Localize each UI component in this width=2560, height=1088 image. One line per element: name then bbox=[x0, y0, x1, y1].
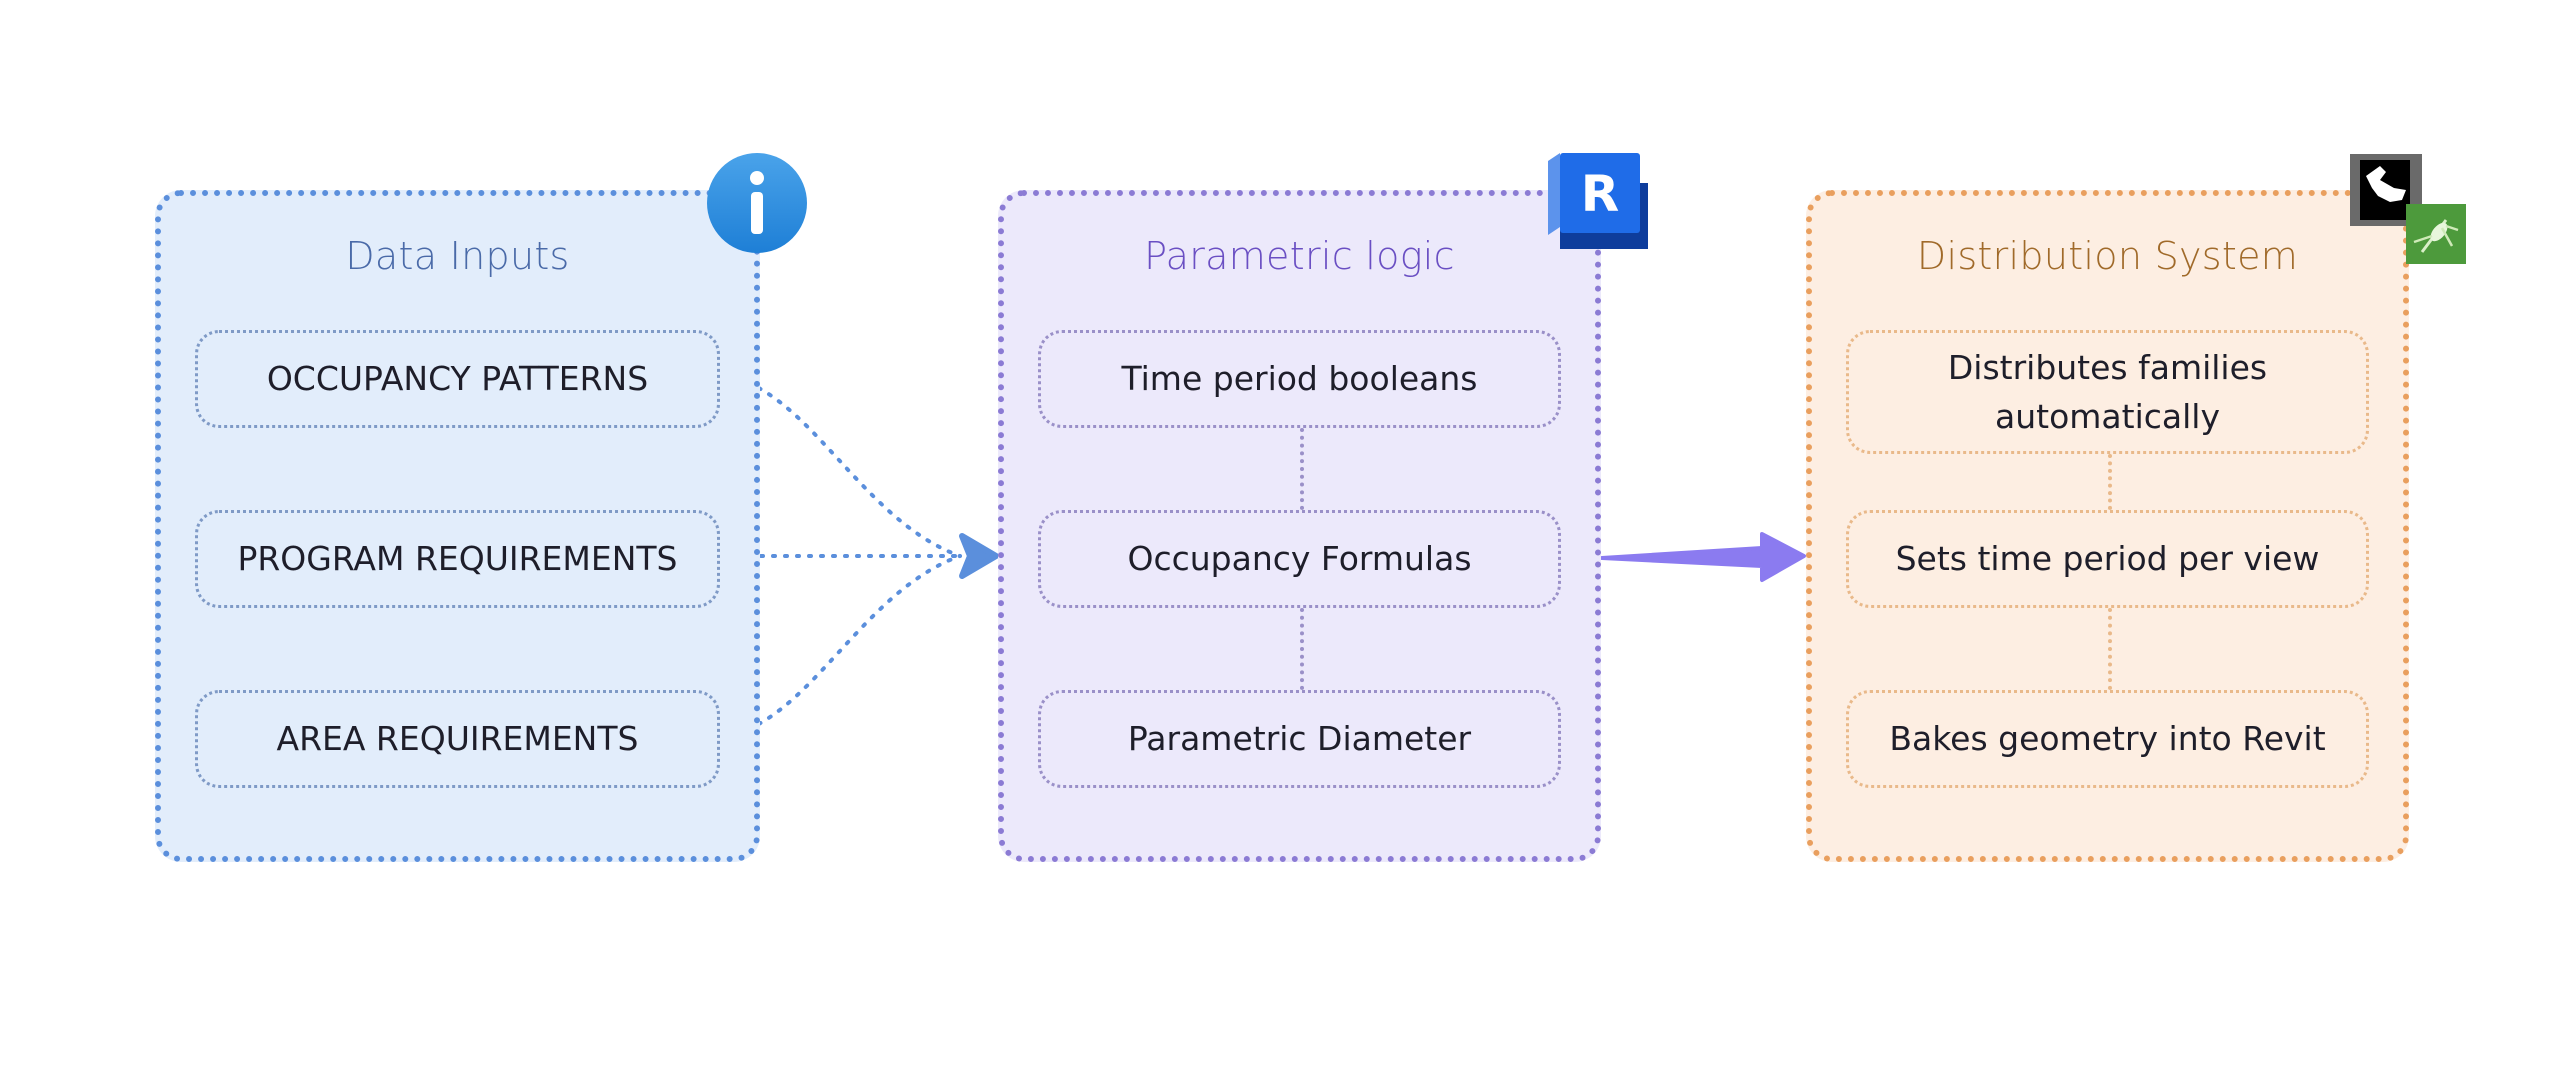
panel-title: Data Inputs bbox=[345, 234, 570, 278]
item-bakes-geometry[interactable]: Bakes geometry into Revit bbox=[1846, 690, 2369, 788]
item-sets-time-period[interactable]: Sets time period per view bbox=[1846, 510, 2369, 608]
item-parametric-diameter[interactable]: Parametric Diameter bbox=[1038, 690, 1561, 788]
connector-occupancy-to-logic bbox=[723, 374, 962, 558]
info-icon bbox=[706, 152, 808, 258]
item-time-period-booleans[interactable]: Time period booleans bbox=[1038, 330, 1561, 428]
panel-data-inputs: Data Inputs OCCUPANCY PATTERNS PROGRAM R… bbox=[155, 190, 760, 862]
item-connector bbox=[1299, 428, 1304, 510]
panel-distribution-system: Distribution System Distributes families… bbox=[1806, 190, 2409, 862]
item-distributes-families[interactable]: Distributes families automatically bbox=[1846, 330, 2369, 454]
panel-title: Distribution System bbox=[1916, 234, 2299, 278]
revit-logo-icon: R bbox=[1548, 153, 1648, 253]
item-occupancy-patterns[interactable]: OCCUPANCY PATTERNS bbox=[195, 330, 720, 428]
item-occupancy-formulas[interactable]: Occupancy Formulas bbox=[1038, 510, 1561, 608]
connector-area-to-logic bbox=[723, 554, 962, 738]
merge-arrowhead bbox=[959, 533, 999, 579]
item-connector bbox=[1299, 608, 1304, 690]
item-connector bbox=[2107, 608, 2112, 690]
logic-to-distribution-arrow bbox=[1600, 532, 1806, 582]
item-area-requirements[interactable]: AREA REQUIREMENTS bbox=[195, 690, 720, 788]
grasshopper-logo-icon bbox=[2406, 204, 2466, 268]
item-program-requirements[interactable]: PROGRAM REQUIREMENTS bbox=[195, 510, 720, 608]
panel-parametric-logic: Parametric logic Time period booleans Oc… bbox=[998, 190, 1601, 862]
item-connector bbox=[2107, 454, 2112, 510]
revit-glyph: R bbox=[1581, 165, 1620, 223]
panel-title: Parametric logic bbox=[1144, 234, 1455, 278]
